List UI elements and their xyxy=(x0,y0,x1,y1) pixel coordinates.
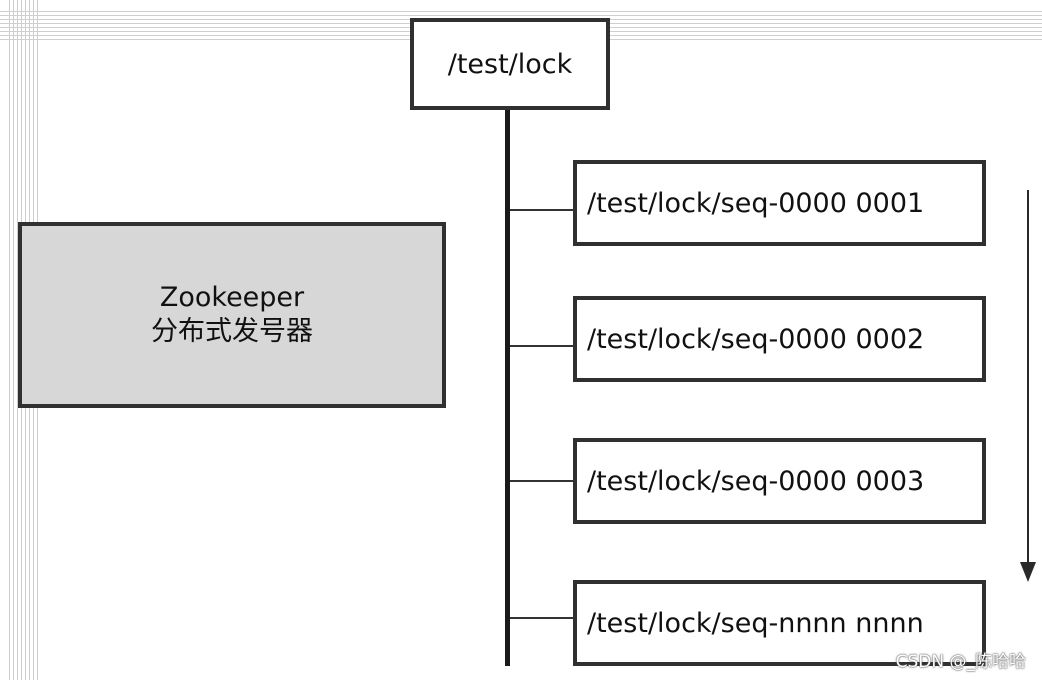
root-node-box: /test/lock xyxy=(410,18,610,110)
sequence-node-1: /test/lock/seq-0000 0001 xyxy=(573,160,986,246)
arrow-down-icon xyxy=(1020,562,1036,582)
watermark: CSDN @_陈哈哈 xyxy=(895,652,1026,672)
branch-connector-1 xyxy=(510,209,574,211)
zookeeper-title: Zookeeper xyxy=(159,282,305,313)
zookeeper-subtitle: 分布式发号器 xyxy=(151,316,313,347)
branch-connector-3 xyxy=(510,480,574,482)
sequence-node-4: /test/lock/seq-nnnn nnnn xyxy=(573,580,986,666)
sequence-order-arrow-line xyxy=(1027,190,1029,566)
branch-connector-2 xyxy=(510,345,574,347)
branch-connector-4 xyxy=(510,617,574,619)
sequence-node-label: /test/lock/seq-0000 0002 xyxy=(587,323,925,355)
tree-trunk-line xyxy=(505,108,510,666)
root-node-label: /test/lock xyxy=(447,48,573,80)
sequence-node-label: /test/lock/seq-0000 0003 xyxy=(587,465,925,497)
sequence-node-label: /test/lock/seq-0000 0001 xyxy=(587,187,925,219)
sequence-node-label: /test/lock/seq-nnnn nnnn xyxy=(587,607,924,639)
sequence-node-2: /test/lock/seq-0000 0002 xyxy=(573,296,986,382)
zookeeper-box: Zookeeper 分布式发号器 xyxy=(18,222,446,408)
sequence-node-3: /test/lock/seq-0000 0003 xyxy=(573,438,986,524)
